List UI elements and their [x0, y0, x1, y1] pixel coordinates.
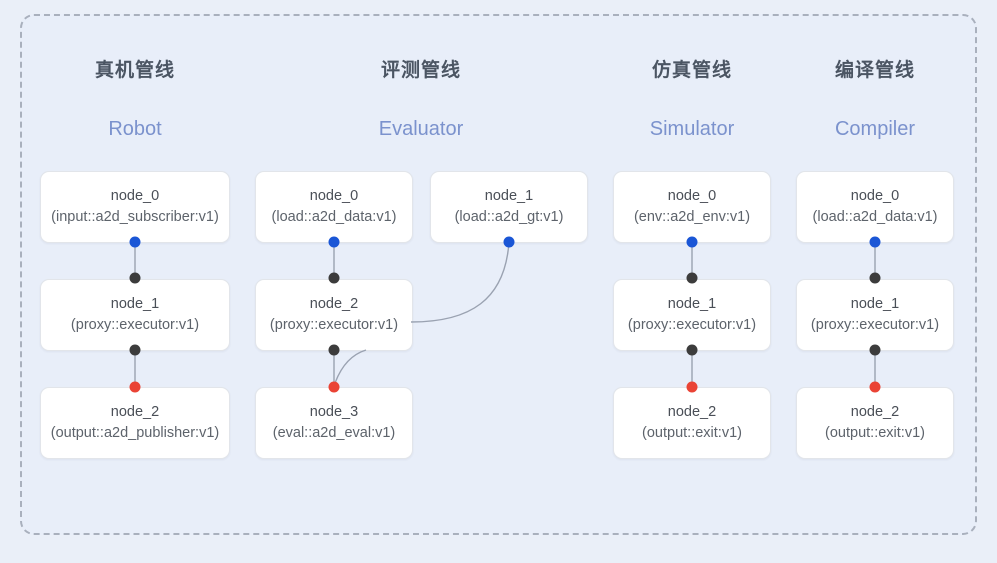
node-id-label: node_1 — [850, 296, 900, 312]
node-id-label: node_1 — [110, 296, 160, 312]
node-simulator-1[interactable]: node_1 (proxy::executor:v1) — [613, 279, 771, 351]
node-type-label: (output::exit:v1) — [642, 425, 742, 441]
node-id-label: node_2 — [667, 404, 717, 420]
port-input-simulator-1[interactable] — [686, 272, 698, 284]
port-output-evaluator-1-gt[interactable] — [503, 236, 515, 248]
port-output-robot-0[interactable] — [129, 236, 141, 248]
port-output-evaluator-0[interactable] — [328, 236, 340, 248]
node-evaluator-0[interactable]: node_0 (load::a2d_data:v1) — [255, 171, 413, 243]
port-output-evaluator-2[interactable] — [328, 344, 340, 356]
node-type-label: (proxy::executor:v1) — [70, 317, 200, 333]
node-id-label: node_1 — [667, 296, 717, 312]
node-type-label: (load::a2d_gt:v1) — [454, 209, 564, 225]
node-type-label: (output::a2d_publisher:v1) — [50, 425, 220, 441]
node-type-label: (input::a2d_subscriber:v1) — [51, 209, 219, 225]
node-id-label: node_2 — [309, 296, 359, 312]
port-output-robot-1[interactable] — [129, 344, 141, 356]
node-evaluator-2[interactable]: node_2 (proxy::executor:v1) — [255, 279, 413, 351]
port-input-robot-2[interactable] — [129, 381, 141, 393]
node-type-label: (output::exit:v1) — [825, 425, 925, 441]
node-simulator-0[interactable]: node_0 (env::a2d_env:v1) — [613, 171, 771, 243]
node-type-label: (load::a2d_data:v1) — [812, 209, 938, 225]
node-compiler-2[interactable]: node_2 (output::exit:v1) — [796, 387, 954, 459]
node-compiler-0[interactable]: node_0 (load::a2d_data:v1) — [796, 171, 954, 243]
node-id-label: node_0 — [667, 188, 717, 204]
node-id-label: node_0 — [110, 188, 160, 204]
node-type-label: (proxy::executor:v1) — [627, 317, 757, 333]
node-evaluator-3[interactable]: node_3 (eval::a2d_eval:v1) — [255, 387, 413, 459]
port-input-simulator-2[interactable] — [686, 381, 698, 393]
node-compiler-1[interactable]: node_1 (proxy::executor:v1) — [796, 279, 954, 351]
node-robot-0[interactable]: node_0 (input::a2d_subscriber:v1) — [40, 171, 230, 243]
node-type-label: (proxy::executor:v1) — [269, 317, 399, 333]
port-input-evaluator-3[interactable] — [328, 381, 340, 393]
port-input-compiler-2[interactable] — [869, 381, 881, 393]
port-output-simulator-0[interactable] — [686, 236, 698, 248]
port-input-compiler-1[interactable] — [869, 272, 881, 284]
node-robot-1[interactable]: node_1 (proxy::executor:v1) — [40, 279, 230, 351]
node-type-label: (eval::a2d_eval:v1) — [272, 425, 396, 441]
node-robot-2[interactable]: node_2 (output::a2d_publisher:v1) — [40, 387, 230, 459]
node-id-label: node_1 — [484, 188, 534, 204]
port-output-compiler-0[interactable] — [869, 236, 881, 248]
port-output-simulator-1[interactable] — [686, 344, 698, 356]
node-id-label: node_0 — [309, 188, 359, 204]
node-id-label: node_0 — [850, 188, 900, 204]
node-type-label: (env::a2d_env:v1) — [633, 209, 751, 225]
port-output-compiler-1[interactable] — [869, 344, 881, 356]
node-evaluator-1-gt[interactable]: node_1 (load::a2d_gt:v1) — [430, 171, 588, 243]
port-input-robot-1[interactable] — [129, 272, 141, 284]
node-id-label: node_2 — [110, 404, 160, 420]
node-id-label: node_2 — [850, 404, 900, 420]
node-type-label: (load::a2d_data:v1) — [271, 209, 397, 225]
node-simulator-2[interactable]: node_2 (output::exit:v1) — [613, 387, 771, 459]
node-type-label: (proxy::executor:v1) — [810, 317, 940, 333]
port-input-evaluator-2[interactable] — [328, 272, 340, 284]
node-id-label: node_3 — [309, 404, 359, 420]
